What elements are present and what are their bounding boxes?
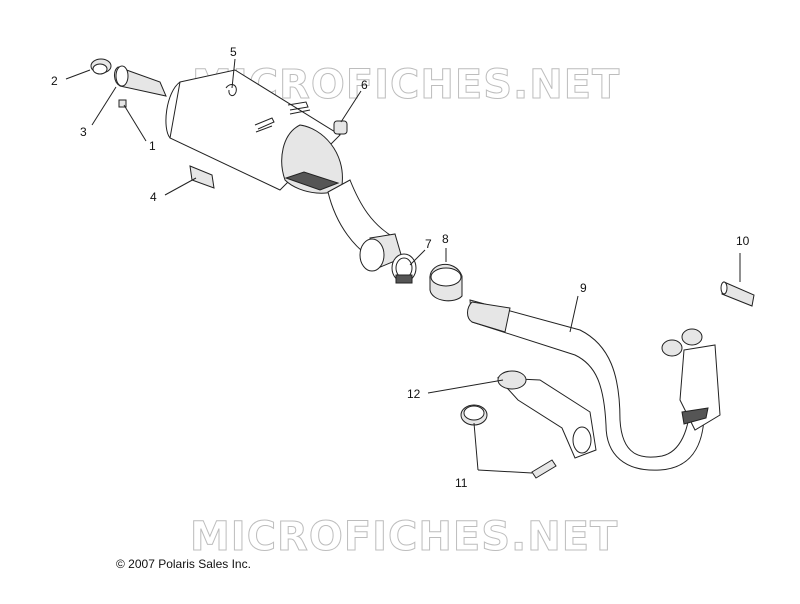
part-9-header-pipe bbox=[467, 299, 721, 471]
part-10-grommet bbox=[720, 281, 755, 307]
part-6-nut bbox=[333, 120, 348, 135]
part-4-grommet bbox=[189, 165, 215, 189]
callout-12: 12 bbox=[407, 387, 421, 401]
callout-5: 5 bbox=[230, 45, 237, 59]
callout-1: 1 bbox=[149, 139, 156, 153]
part-7-clamp bbox=[391, 253, 417, 284]
callout-3: 3 bbox=[80, 125, 87, 139]
callout-7: 7 bbox=[425, 237, 432, 251]
part-8-seal bbox=[429, 263, 463, 302]
part-5-clip bbox=[225, 84, 237, 97]
part-12-mid-pipe bbox=[496, 370, 597, 459]
copyright-notice: © 2007 Polaris Sales Inc. bbox=[116, 557, 251, 571]
part-2-ring bbox=[90, 58, 112, 75]
callout-6: 6 bbox=[361, 78, 368, 92]
part-11-gasket bbox=[460, 404, 488, 426]
callout-11: 11 bbox=[455, 476, 468, 490]
leader-lines bbox=[65, 58, 741, 474]
part-1-bolt bbox=[118, 99, 127, 108]
callout-4: 4 bbox=[150, 190, 157, 204]
watermark-bottom: MICROFICHES.NET bbox=[190, 514, 618, 560]
muffler bbox=[114, 65, 403, 272]
callout-10: 10 bbox=[736, 234, 750, 248]
callout-9: 9 bbox=[580, 281, 587, 295]
part-11-pin bbox=[531, 459, 557, 479]
callout-8: 8 bbox=[442, 232, 449, 246]
callouts: 1 2 3 4 5 6 7 8 9 10 11 12 bbox=[51, 45, 750, 490]
callout-2: 2 bbox=[51, 74, 58, 88]
